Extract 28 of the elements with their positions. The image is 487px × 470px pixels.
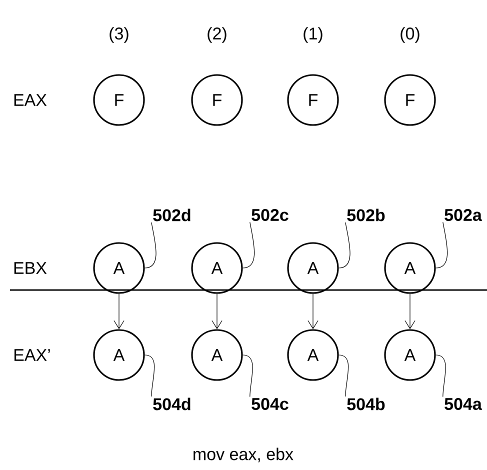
arrow — [114, 294, 124, 330]
caption: mov eax, ebx — [194, 448, 294, 462]
leader-line — [242, 354, 253, 398]
leader-line — [338, 222, 350, 268]
bit-index: (1) — [304, 27, 322, 43]
register-label: EAX — [14, 94, 47, 106]
leader-line — [144, 354, 155, 397]
arrow — [404, 294, 416, 330]
register-label: EAX’ — [14, 349, 50, 361]
arrow — [212, 294, 222, 330]
reference-number: 502c — [252, 208, 288, 222]
bit-index: (0) — [400, 27, 420, 43]
leader-line — [144, 222, 156, 268]
reference-number: 502b — [347, 208, 385, 222]
reference-number: 502d — [153, 208, 190, 222]
register-label: EBX — [14, 262, 47, 274]
reference-number: 504d — [153, 398, 190, 410]
bit-index: (2) — [208, 27, 226, 43]
reference-number: 504b — [347, 398, 385, 410]
arrow — [308, 294, 318, 330]
reference-number: 502a — [444, 208, 482, 222]
leader-line — [242, 222, 255, 268]
reference-number: 504c — [252, 398, 288, 410]
leader-line — [436, 354, 446, 398]
leader-line — [338, 354, 349, 397]
leader-line — [436, 222, 448, 268]
bit-index: (3) — [110, 27, 128, 43]
reference-number: 504a — [444, 398, 482, 410]
